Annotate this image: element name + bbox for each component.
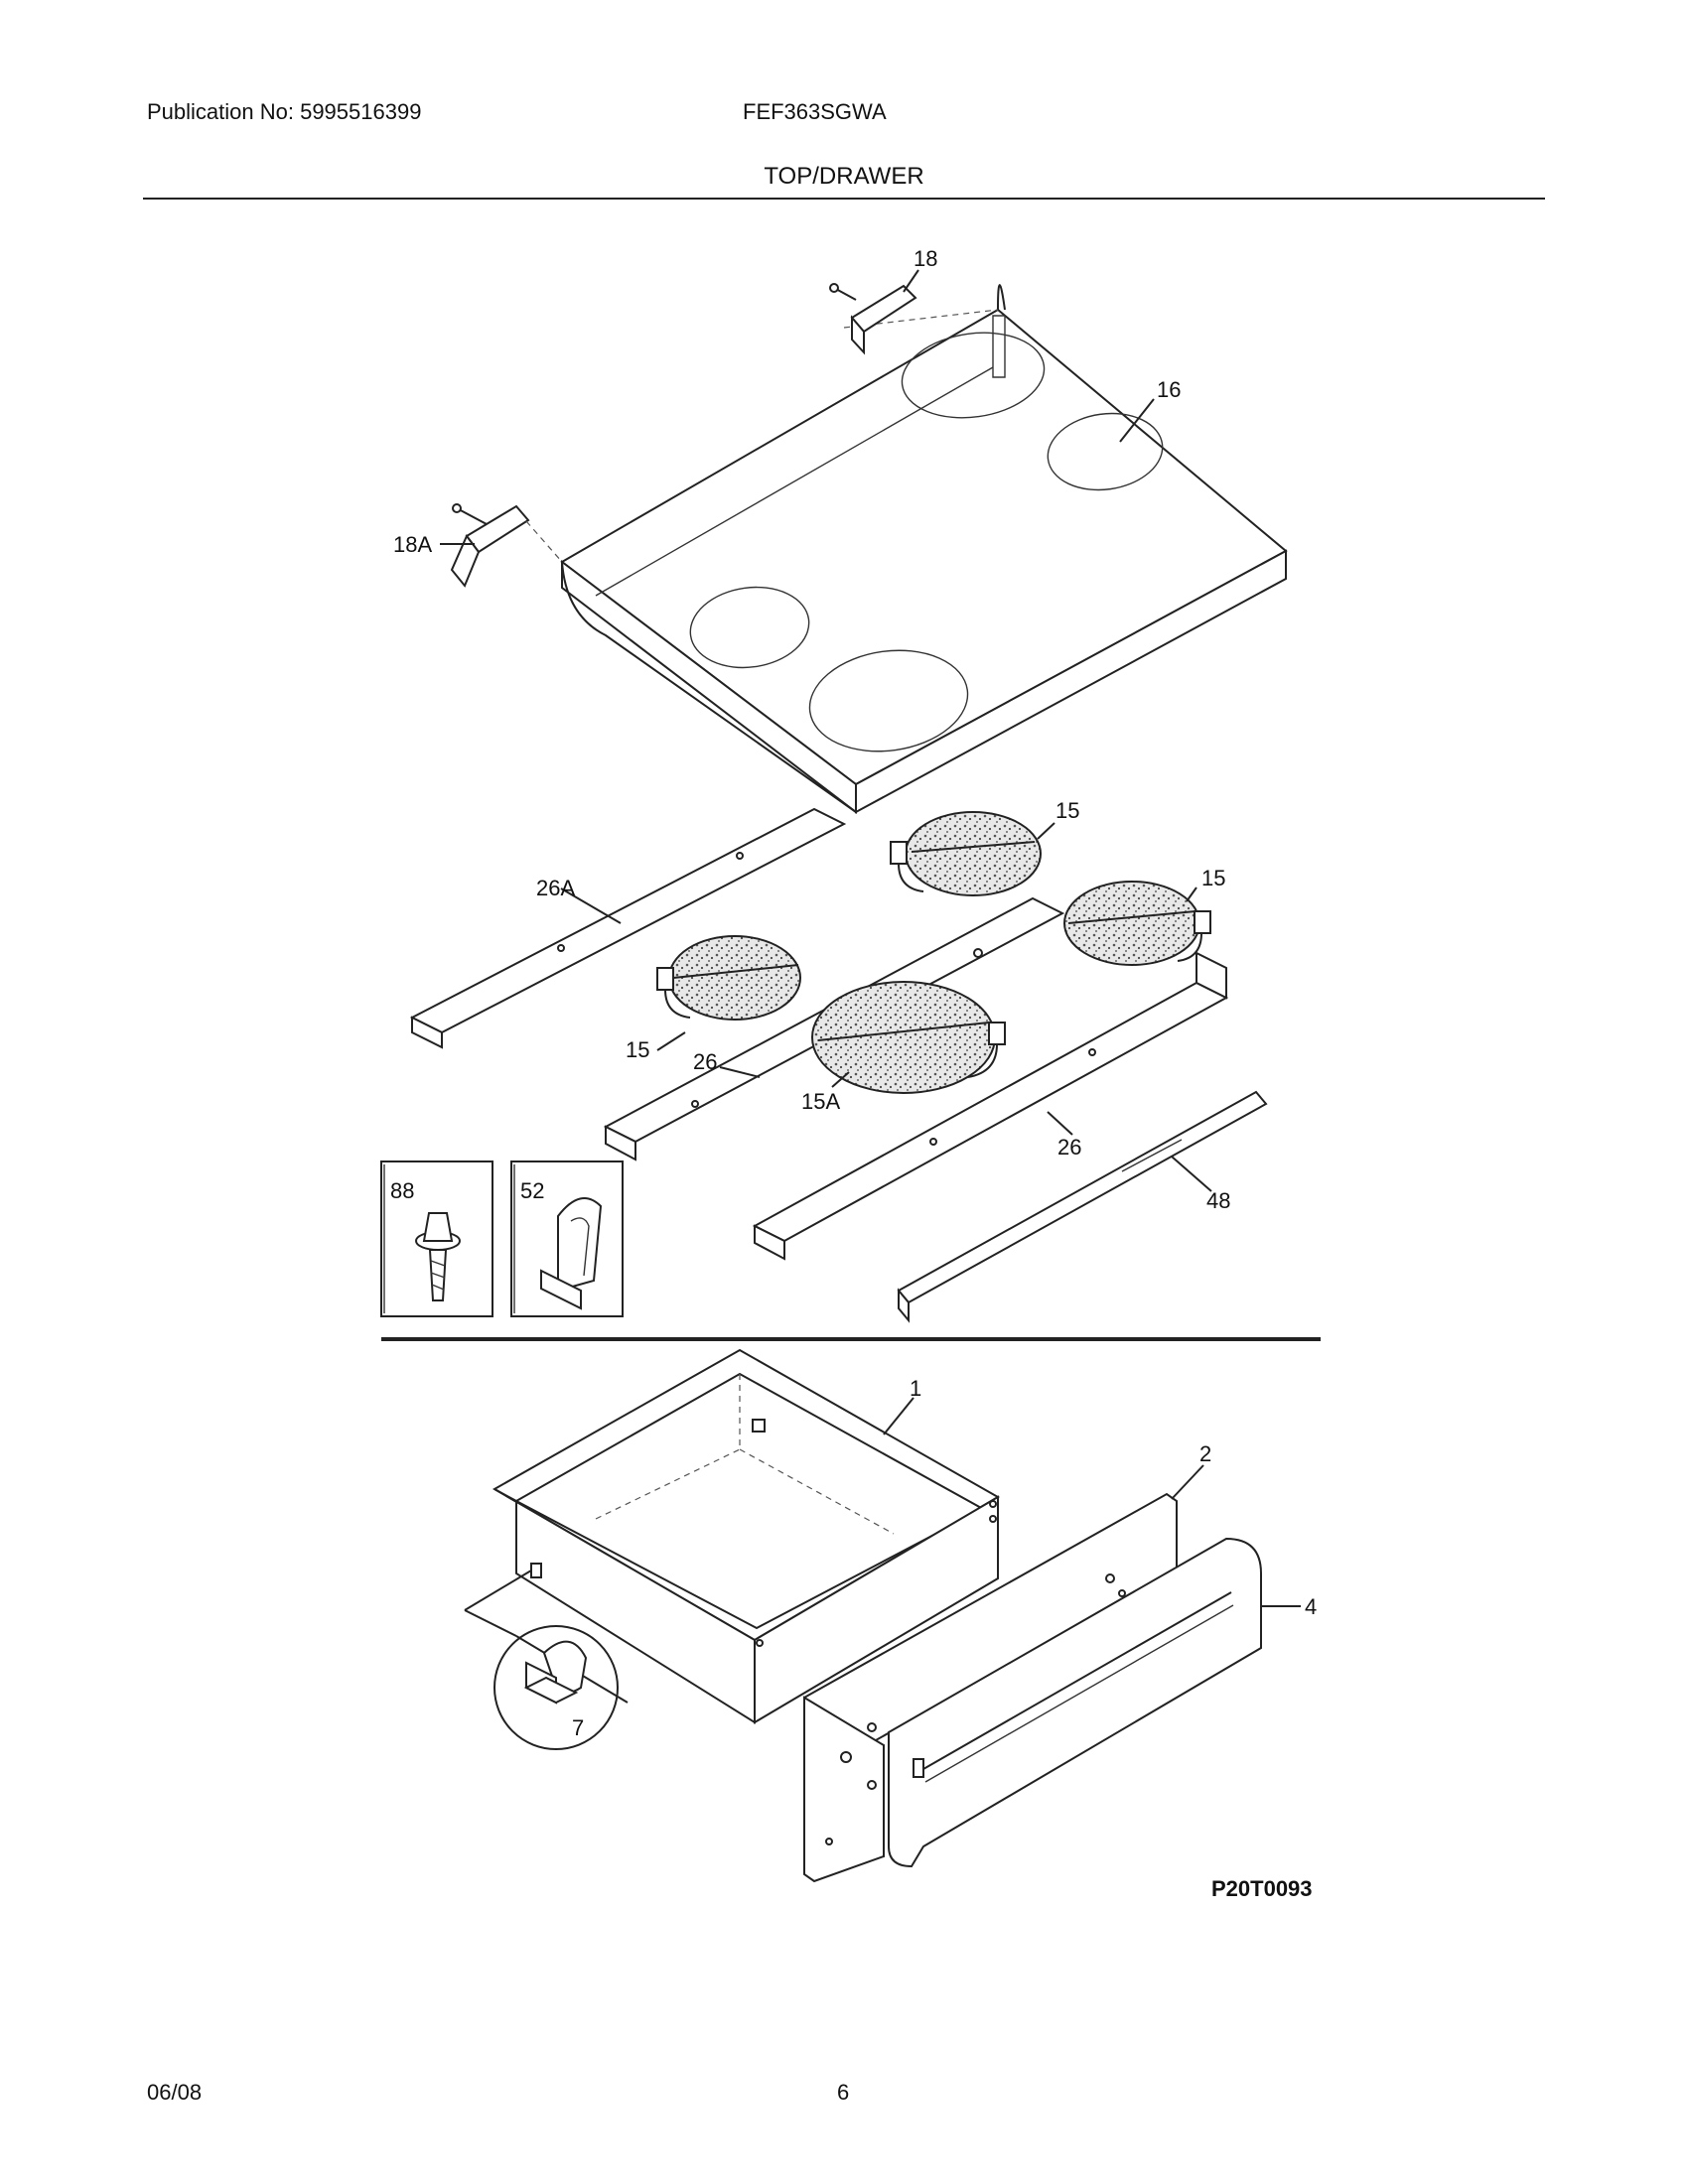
storage-drawer-body-1 bbox=[492, 1348, 1000, 1724]
cooktop-glass-top bbox=[560, 284, 1288, 815]
callout-15a: 15A bbox=[801, 1089, 840, 1114]
front-support-rail-26a bbox=[409, 807, 847, 1049]
callout-18: 18 bbox=[914, 246, 937, 271]
callout-7: 7 bbox=[572, 1715, 584, 1740]
radiant-element-15-front-left bbox=[656, 935, 801, 1021]
callout-26-left: 26 bbox=[693, 1049, 717, 1074]
screw-part-88 bbox=[415, 1212, 461, 1301]
diagram-code: P20T0093 bbox=[1211, 1876, 1313, 1901]
leader-lines bbox=[440, 269, 1301, 1607]
model-number: FEF363SGWA bbox=[743, 99, 887, 124]
callout-48: 48 bbox=[1206, 1188, 1230, 1213]
publication-number: Publication No: 5995516399 bbox=[147, 99, 422, 124]
rear-panel-48 bbox=[897, 1090, 1268, 1323]
drawer-front-4 bbox=[888, 1537, 1262, 1868]
callout-26-right: 26 bbox=[1057, 1135, 1081, 1160]
callout-18a: 18A bbox=[393, 532, 432, 557]
radiant-element-15-rear-left bbox=[890, 811, 1042, 896]
cooktop-hinge-bracket-18a bbox=[450, 503, 563, 588]
burner-support-rail-26-right bbox=[752, 951, 1229, 1261]
callout-4: 4 bbox=[1305, 1594, 1317, 1619]
radiant-element-15-rear-right bbox=[1063, 881, 1211, 966]
section-title: TOP/DRAWER bbox=[764, 163, 924, 190]
callout-15-rear-left: 15 bbox=[1055, 798, 1079, 823]
callout-2: 2 bbox=[1199, 1441, 1211, 1466]
callout-15-rear-right: 15 bbox=[1201, 866, 1225, 890]
cooktop-front-bracket-18 bbox=[829, 283, 917, 355]
callout-1: 1 bbox=[910, 1376, 921, 1401]
drawer-panel-2 bbox=[802, 1492, 1178, 1883]
callout-26a: 26A bbox=[536, 876, 575, 900]
callout-52: 52 bbox=[520, 1178, 544, 1203]
page-number: 6 bbox=[837, 2080, 850, 2105]
inset-box-88 bbox=[380, 1160, 493, 1317]
header-rule bbox=[143, 198, 1545, 200]
callout-15-front-left: 15 bbox=[626, 1037, 649, 1062]
callout-16: 16 bbox=[1157, 377, 1181, 402]
clip-part-52 bbox=[540, 1197, 603, 1310]
inset-box-52 bbox=[510, 1160, 624, 1317]
publication-date: 06/08 bbox=[147, 2080, 203, 2105]
radiant-element-15a-front-right bbox=[811, 981, 1006, 1094]
callout-88: 88 bbox=[390, 1178, 414, 1203]
drawer-stop-detail-7 bbox=[464, 1570, 629, 1750]
